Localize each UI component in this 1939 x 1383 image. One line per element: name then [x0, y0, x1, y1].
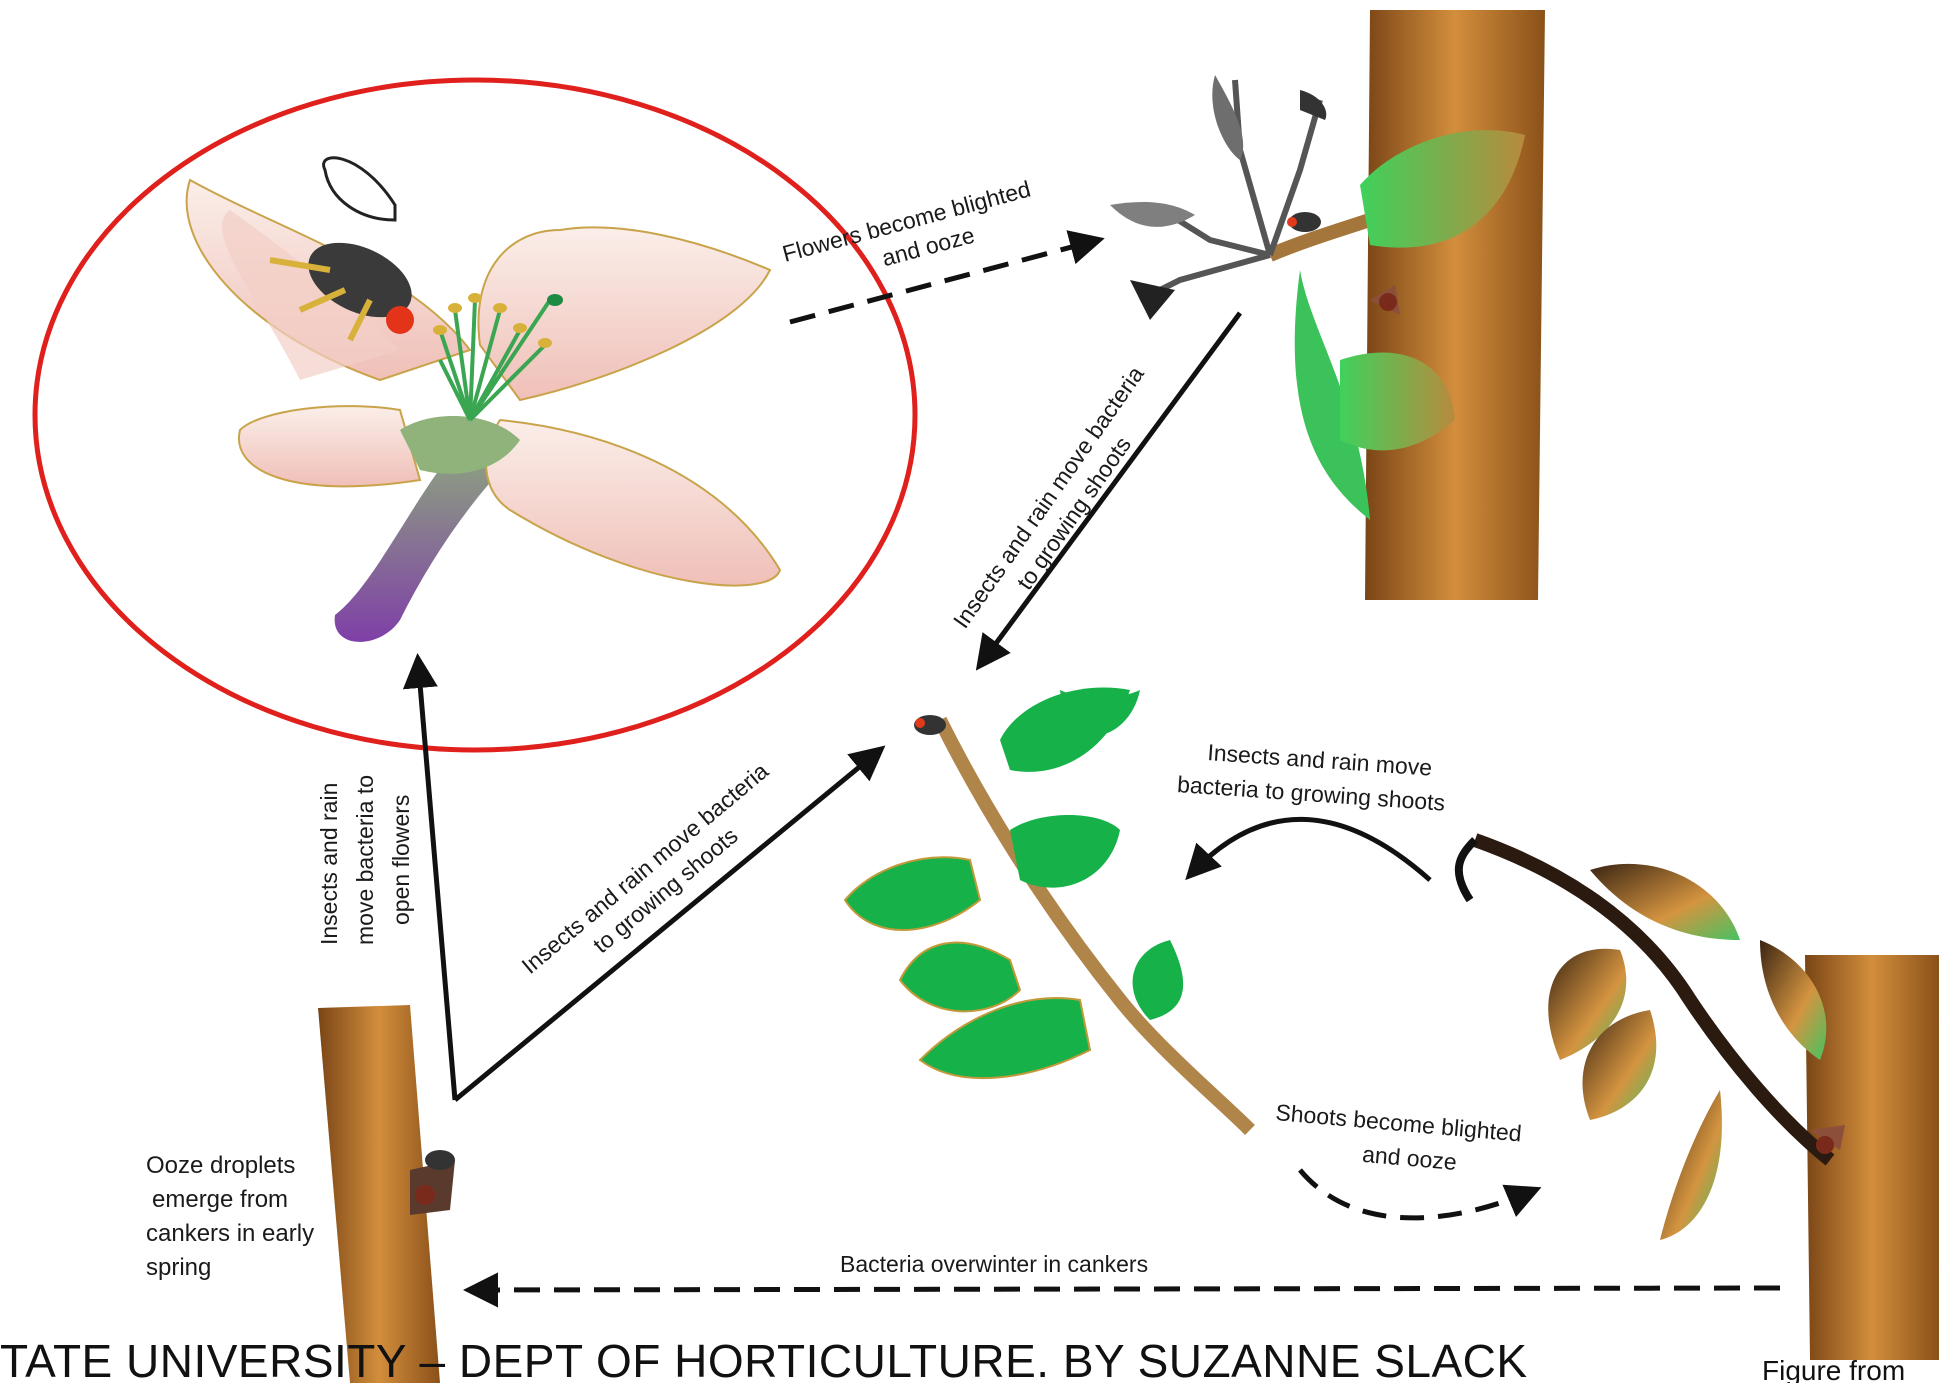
arrows — [418, 240, 1780, 1290]
growing-shoot-illustration — [845, 687, 1250, 1130]
arrow-blighted-to-shoot — [980, 313, 1240, 665]
label-flowers-blighted: Flowers become blighted and ooze — [780, 174, 1048, 296]
arrow-canker-to-flower — [418, 660, 455, 1100]
label-insects-rain-shoots-right: Insects and rain move bacteria to growin… — [948, 356, 1177, 650]
open-flower-illustration — [187, 158, 780, 642]
arrow-canker-to-shoot — [455, 750, 880, 1100]
blighted-flower-cluster-illustration — [1110, 10, 1545, 600]
label-ooze-droplets: Ooze droplets emerge from cankers in ear… — [146, 1152, 321, 1281]
label-insects-rain-flowers: Insects and rain move bacteria to open f… — [316, 769, 414, 945]
blighted-shoot-illustration — [1459, 840, 1939, 1360]
arrow-overwinter — [470, 1288, 1780, 1290]
label-insects-rain-shoots-curve: Insects and rain move bacteria to growin… — [1176, 737, 1448, 816]
label-overwinter: Bacteria overwinter in cankers — [840, 1251, 1148, 1277]
arrow-shoot-to-blighted — [1300, 1170, 1535, 1218]
footer-source: Figure from — [1762, 1355, 1905, 1383]
label-insects-rain-shoots-left: Insects and rain move bacteria to growin… — [517, 753, 798, 1001]
footer-credit: TATE UNIVERSITY – DEPT OF HORTICULTURE. … — [0, 1335, 1528, 1383]
arrow-blighted-shoot-to-shoot — [1190, 819, 1430, 880]
canker-branch-illustration — [318, 1005, 455, 1383]
label-shoots-blighted: Shoots become blighted and ooze — [1272, 1099, 1529, 1181]
